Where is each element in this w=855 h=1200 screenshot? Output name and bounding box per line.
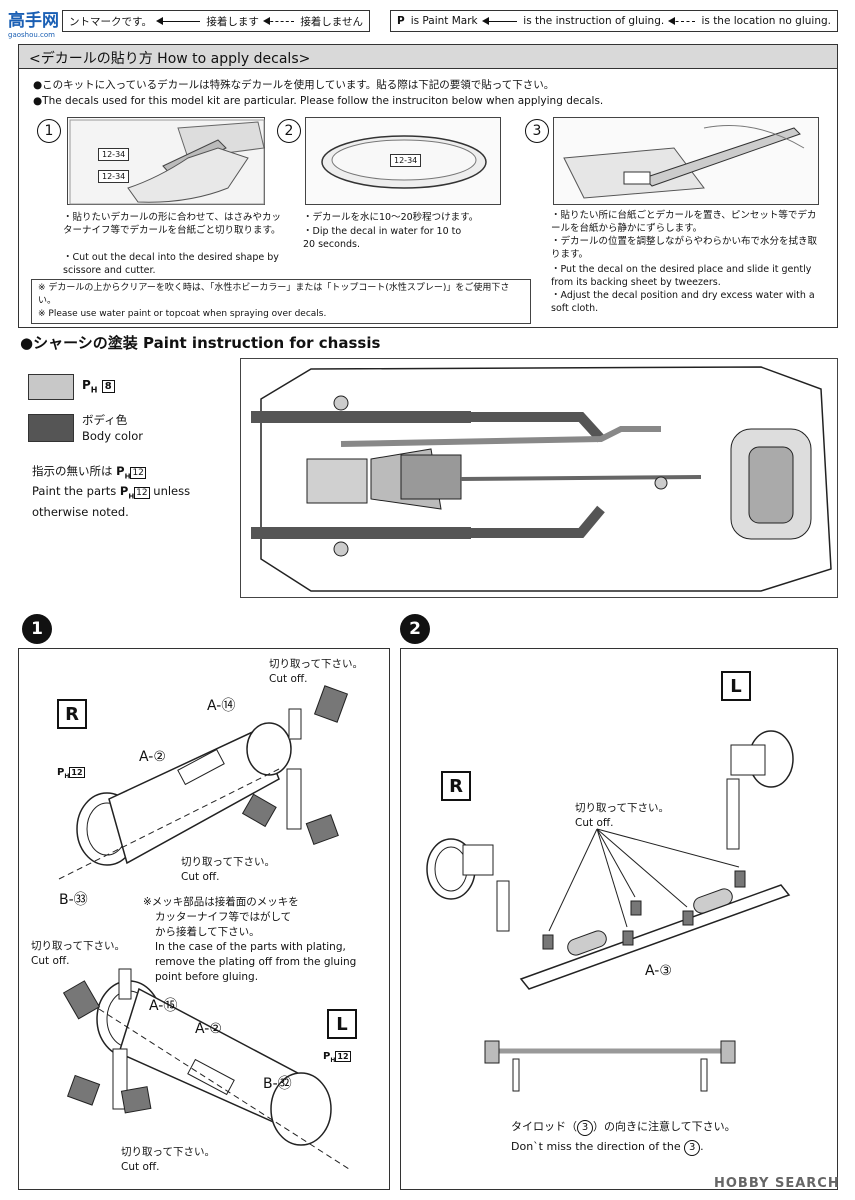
part-b33-label: B-㉝ [59, 892, 88, 908]
decal-step-1-number: 1 [37, 119, 61, 143]
legend-en-glued: is the instruction of gluing. [523, 15, 665, 27]
hobby-search-watermark: HOBBY SEARCH [714, 1176, 840, 1191]
tie-rod-direction-note: タイロッド（3）の向きに注意して下さい。 Don`t miss the dire… [511, 1117, 736, 1157]
legend-en-paint-mark: is Paint Mark [410, 15, 478, 27]
site-logo: 高手网 gaoshou.com [8, 6, 66, 39]
body-color-en: Body color [82, 429, 144, 443]
cutting-decal-icon [69, 119, 265, 205]
left-side-label: L [721, 671, 751, 701]
assembly-step-1-panel: R L 切り取って下さい。 Cut off. 切り取って下さい。 Cut off… [18, 648, 390, 1190]
decal-step-2-number: 2 [277, 119, 301, 143]
decal-step-3-number: 3 [525, 119, 549, 143]
chassis-underside-icon [251, 366, 832, 592]
left-side-label: L [327, 1009, 357, 1039]
paint-mark-icon: PH [119, 484, 135, 501]
logo-text: 高手网 [8, 11, 59, 31]
paint-swatch-light [28, 374, 74, 400]
front-suspension-assembly-icon [58, 685, 350, 1170]
body-color-jp: ボディ色 [82, 413, 128, 427]
chassis-paint-diagram [240, 358, 838, 598]
cut-off-callout-4: 切り取って下さい。 Cut off. [121, 1146, 215, 1173]
decal-step-1-jp: ・貼りたいデカールの形に合わせて、はさみやカッターナイフ等でデカールを台紙ごと切… [63, 212, 282, 236]
tweezers-sliding-decal-icon [563, 125, 805, 199]
part-number-circle: 3 [684, 1140, 701, 1156]
decal-note-en: ※ Please use water paint or topcoat when… [38, 309, 327, 319]
part-number-circle: 3 [577, 1120, 593, 1136]
decal-step-3-jp-2: ・デカールの位置を調整しながらやわらかい布で水分を拭き取ります。 [551, 236, 818, 260]
right-side-label: R [441, 771, 471, 801]
paint-swatch-body-color [28, 414, 74, 442]
legend-en-not-glued: is the location no gluing. [701, 15, 831, 27]
part-a2-label: A-② [139, 749, 166, 765]
dashed-arrow-icon [262, 16, 295, 25]
decal-step-3-jp-1: ・貼りたい所に台紙ごとデカールを置き、ピンセット等でデカールを台紙から静かにずら… [551, 210, 817, 234]
decal-panel-title: <デカールの貼り方 How to apply decals> [19, 45, 837, 69]
legend-jp-not-glued: 接着しません [300, 15, 363, 28]
plating-removal-note: ※メッキ部品は接着面のメッキを カッターナイフ等ではがして から接着して下さい。… [143, 896, 357, 983]
decal-step-2-illustration: 12-34 [305, 117, 501, 205]
decal-sample-a: 12-34 [98, 148, 130, 161]
decal-intro-en: ●The decals used for this model kit are … [33, 95, 604, 107]
decal-clear-coat-note: ※ デカールの上からクリアーを吹く時は、「水性ホビーカラー」または「トップコート… [31, 279, 531, 324]
assembly-step-1-badge: 1 [22, 614, 52, 644]
cut-off-callout-1: 切り取って下さい。 Cut off. [269, 658, 363, 685]
decal-step-3-illustration [553, 117, 819, 205]
default-paint-note-jp: 指示の無い所は [32, 464, 113, 478]
chassis-section-title: ●シャーシの塗装 Paint instruction for chassis [20, 334, 381, 352]
dashed-arrow-icon [668, 16, 696, 25]
decal-intro-jp: ●このキットに入っているデカールは特殊なデカールを使用しています。貼る際は下記の… [33, 79, 555, 91]
decal-sample-c: 12-34 [390, 154, 422, 167]
assembly-step-2-badge: 2 [400, 614, 430, 644]
cut-off-callout-3: 切り取って下さい。 Cut off. [31, 940, 125, 967]
part-a14-label: A-⑭ [207, 698, 236, 714]
paint-mark-icon: PH [116, 464, 131, 481]
part-b32-label: B-㉜ [263, 1076, 292, 1092]
paint-mark-icon: PH [57, 767, 70, 780]
legend-jp-glued: 接着します [206, 15, 259, 28]
logo-subtext: gaoshou.com [8, 31, 55, 39]
cut-off-callout-2: 切り取って下さい。 Cut off. [181, 856, 275, 883]
right-side-label: R [57, 699, 87, 729]
paint-mark-icon: P [397, 15, 405, 27]
decal-sample-b: 12-34 [98, 170, 130, 183]
gluing-legend-en: P is Paint Mark is the instruction of gl… [390, 10, 838, 32]
decal-step-2-jp: ・デカールを水に10〜20秒程つけます。 [303, 212, 479, 223]
decal-step-3-en-1: ・Put the decal on the desired place and … [551, 264, 812, 288]
part-a3-label: A-③ [645, 963, 672, 979]
paint-code-8: PH 8 [82, 378, 115, 394]
decal-step-2-en: ・Dip the decal in water for 10 to 20 sec… [303, 226, 462, 250]
decal-step-1-illustration: 12-34 12-34 [67, 117, 265, 205]
assembly-step-2-panel: L R 切り取って下さい。 Cut off. A-③ タイロッド（3）の向きに注… [400, 648, 838, 1190]
default-paint-note-en: Paint the parts [32, 484, 117, 499]
cut-off-callout: 切り取って下さい。 Cut off. [575, 802, 669, 829]
paint-mark-icon: PH [82, 378, 98, 395]
tie-rod-assembly-icon [426, 730, 794, 1092]
legend-jp-start: ントマークです。 [69, 15, 152, 28]
paint-mark-icon: PH [323, 1051, 336, 1064]
solid-arrow-icon [481, 16, 518, 25]
decal-instructions-panel: <デカールの貼り方 How to apply decals> ●このキットに入っ… [18, 44, 838, 328]
part-a2b-label: A-② [195, 1021, 222, 1037]
decal-note-jp: ※ デカールの上からクリアーを吹く時は、「水性ホビーカラー」または「トップコート… [38, 283, 510, 306]
decal-step-3-en-2: ・Adjust the decal position and dry exces… [551, 290, 815, 314]
part-a15-label: A-⑮ [149, 998, 178, 1014]
decal-step-1-en: ・Cut out the decal into the desired shap… [63, 252, 279, 276]
gluing-legend-jp: ントマークです。 接着します 接着しません [62, 10, 370, 32]
body-color-label: ボディ色 Body color [82, 412, 143, 444]
solid-arrow-icon [155, 16, 201, 25]
